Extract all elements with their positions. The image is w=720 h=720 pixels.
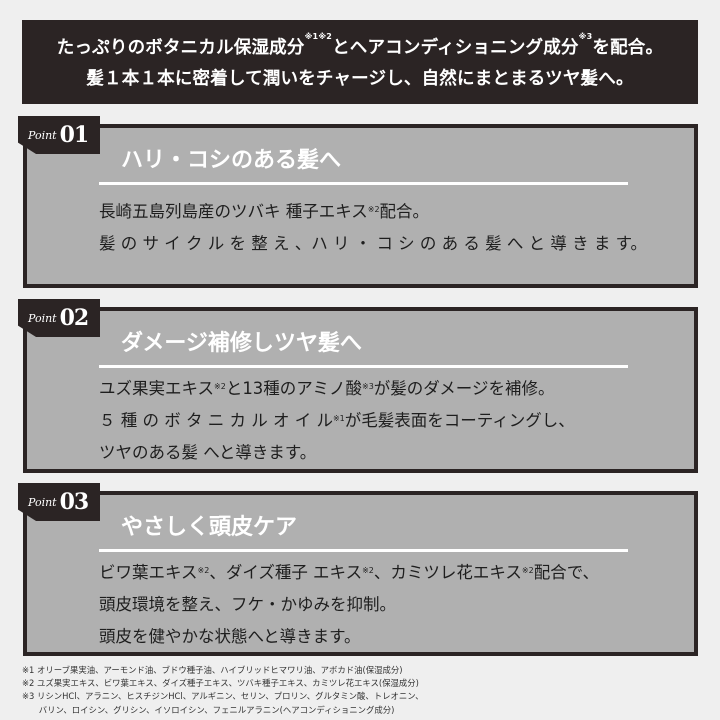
intro-line-2: 髪１本１本に密着して潤いをチャージし、自然にまとまるツヤ髪へ。 bbox=[86, 69, 634, 89]
footnote-2: ※2 ユズ果実エキス、ビワ葉エキス、ダイズ種子エキス、ツバキ種子エキス、カミツレ… bbox=[22, 678, 419, 689]
title-divider bbox=[99, 182, 628, 185]
title-divider bbox=[99, 365, 628, 368]
body-line: 長崎五島列島産のツバキ 種子エキス※2配合。 bbox=[99, 202, 430, 221]
footnote-3: ※3 リシンHCl、アラニン、ヒスチジンHCl、アルギニン、セリン、プロリン、グ… bbox=[22, 691, 424, 702]
body-line: ツヤのある髪 へと導きます。 bbox=[99, 443, 317, 462]
point-body-02: ユズ果実エキス※2と13種のアミノ酸※3が髪のダメージを補修。 ５ 種 の ボ … bbox=[99, 373, 575, 469]
body-line: ビワ葉エキス※2、ダイズ種子 エキス※2、カミツレ花エキス※2配合で、 bbox=[99, 563, 600, 582]
body-line: ５ 種 の ボ タ ニ カ ル オ イ ル※1が毛髪表面をコーティングし、 bbox=[99, 411, 575, 430]
point-title-02: ダメージ補修しツヤ髪へ bbox=[121, 331, 362, 356]
footnote-1: ※1 オリーブ果実油、アーモンド油、ブドウ種子油、ハイブリッドヒマワリ油、アボカ… bbox=[22, 665, 403, 675]
point-body-01: 長崎五島列島産のツバキ 種子エキス※2配合。 髪 の サ イ ク ル を 整 え… bbox=[99, 196, 647, 260]
point-title-03: やさしく頭皮ケア bbox=[121, 515, 298, 540]
footnotes: ※1 オリーブ果実油、アーモンド油、ブドウ種子油、ハイブリッドヒマワリ油、アボカ… bbox=[22, 664, 423, 717]
point-title-01: ハリ・コシのある髪へ bbox=[121, 148, 342, 173]
point-body-03: ビワ葉エキス※2、ダイズ種子 エキス※2、カミツレ花エキス※2配合で、 頭皮環境… bbox=[99, 557, 599, 653]
title-divider bbox=[99, 549, 628, 552]
body-line: 頭皮を健やかな状態へと導きます。 bbox=[99, 627, 361, 646]
body-line: ユズ果実エキス※2と13種のアミノ酸※3が髪のダメージを補修。 bbox=[99, 379, 555, 398]
body-line: 頭皮環境を整え、フケ・かゆみを抑制。 bbox=[99, 595, 396, 614]
body-line: 髪 の サ イ ク ル を 整 え 、ハ リ ・ コ シ の あ る 髪 へ と… bbox=[99, 234, 647, 253]
footnote-3-cont: バリン、ロイシン、グリシン、イソロイシン、フェニルアラニン(ヘアコンディショニン… bbox=[22, 704, 395, 715]
intro-line-1: たっぷりのボタニカル保湿成分※1※2とヘアコンディショニング成分※3を配合。 bbox=[56, 32, 664, 58]
intro-banner: たっぷりのボタニカル保湿成分※1※2とヘアコンディショニング成分※3を配合。 髪… bbox=[22, 20, 698, 104]
